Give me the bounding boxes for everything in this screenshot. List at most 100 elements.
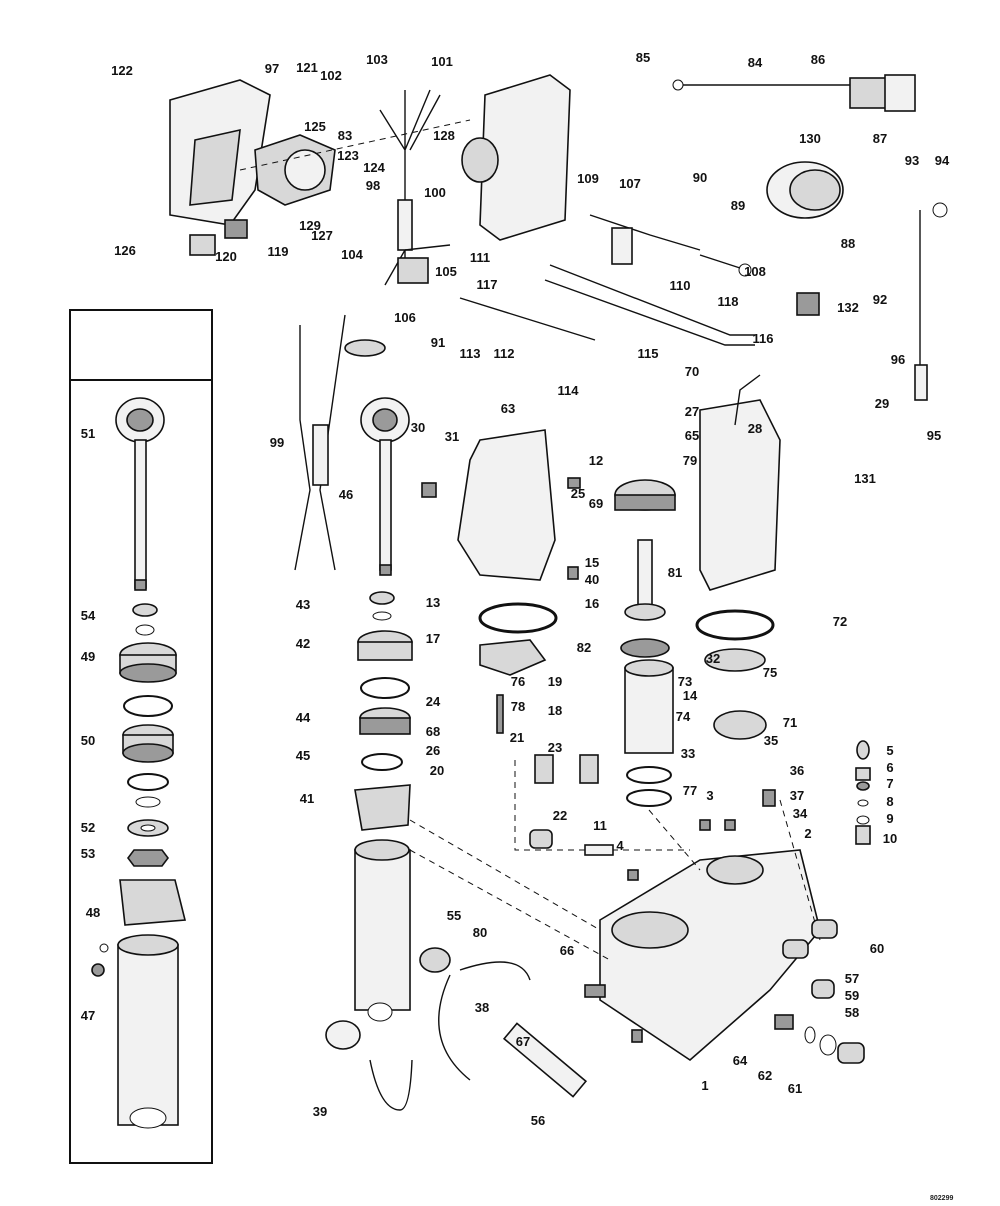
callout-88: 88 — [841, 236, 855, 251]
callout-63: 63 — [501, 401, 515, 416]
callout-54: 54 — [81, 608, 96, 623]
callout-81: 81 — [668, 565, 682, 580]
callout-118: 118 — [718, 294, 739, 309]
callout-92: 92 — [873, 292, 887, 307]
callout-104: 104 — [341, 247, 363, 262]
callout-13: 13 — [426, 595, 440, 610]
callout-37: 37 — [790, 788, 804, 803]
valve-fittings — [782, 740, 871, 1064]
callout-19: 19 — [548, 674, 562, 689]
callout-35: 35 — [764, 733, 778, 748]
callout-111: 111 — [470, 250, 490, 265]
callout-15: 15 — [585, 555, 599, 570]
callout-76: 76 — [511, 674, 525, 689]
callout-101: 101 — [431, 54, 453, 69]
battery-cables — [294, 264, 755, 571]
trim-tilt-switch-bracket — [169, 79, 336, 256]
callout-67: 67 — [516, 1034, 530, 1049]
callout-75: 75 — [763, 665, 777, 680]
callout-36: 36 — [790, 763, 804, 778]
callout-41: 41 — [300, 791, 314, 806]
callout-10: 10 — [883, 831, 897, 846]
callout-14: 14 — [683, 688, 698, 703]
callout-103: 103 — [366, 52, 388, 67]
callout-48: 48 — [86, 905, 100, 920]
part-callout-labels: 1234567891011121314151617181920212223242… — [81, 50, 950, 1128]
callout-84: 84 — [748, 55, 763, 70]
callout-53: 53 — [81, 846, 95, 861]
callout-23: 23 — [548, 740, 562, 755]
callout-64: 64 — [733, 1053, 748, 1068]
callout-106: 106 — [394, 310, 416, 325]
callout-50: 50 — [81, 733, 95, 748]
callout-56: 56 — [531, 1113, 545, 1128]
callout-119: 119 — [268, 244, 289, 259]
callout-97: 97 — [265, 61, 279, 76]
callout-125: 125 — [304, 119, 326, 134]
callout-55: 55 — [447, 908, 461, 923]
callout-25: 25 — [571, 486, 585, 501]
pump-motor-housing — [457, 374, 781, 591]
callout-38: 38 — [475, 1000, 489, 1015]
callout-117: 117 — [477, 277, 498, 292]
gauge-and-cables — [589, 74, 948, 401]
callout-22: 22 — [553, 808, 567, 823]
callout-86: 86 — [811, 52, 825, 67]
callout-1: 1 — [701, 1078, 708, 1093]
callout-130: 130 — [799, 131, 821, 146]
callout-80: 80 — [473, 925, 487, 940]
callout-120: 120 — [215, 249, 237, 264]
callout-126: 126 — [114, 243, 136, 258]
callout-27: 27 — [685, 404, 699, 419]
callout-116: 116 — [753, 331, 774, 346]
callout-3: 3 — [706, 788, 713, 803]
callout-17: 17 — [426, 631, 440, 646]
callout-85: 85 — [636, 50, 650, 65]
callout-124: 124 — [363, 160, 385, 175]
callout-105: 105 — [435, 264, 457, 279]
callout-49: 49 — [81, 649, 95, 664]
callout-4: 4 — [616, 838, 624, 853]
callout-57: 57 — [845, 971, 859, 986]
callout-43: 43 — [296, 597, 310, 612]
callout-70: 70 — [685, 364, 699, 379]
callout-45: 45 — [296, 748, 310, 763]
callout-72: 72 — [833, 614, 847, 629]
reservoir-assembly — [478, 539, 775, 807]
callout-29: 29 — [875, 396, 889, 411]
callout-69: 69 — [589, 496, 603, 511]
pump-manifold-body — [438, 849, 821, 1098]
callout-112: 112 — [494, 346, 515, 361]
callout-42: 42 — [296, 636, 310, 651]
callout-18: 18 — [548, 703, 562, 718]
callout-123: 123 — [337, 148, 359, 163]
callout-12: 12 — [589, 453, 603, 468]
callout-6: 6 — [886, 760, 893, 775]
switch-wire-harness — [379, 89, 451, 286]
callout-102: 102 — [320, 68, 342, 83]
callout-95: 95 — [927, 428, 941, 443]
relay-cover — [461, 74, 571, 241]
callout-51: 51 — [81, 426, 95, 441]
callout-31: 31 — [445, 429, 459, 444]
callout-16: 16 — [585, 596, 599, 611]
callout-73: 73 — [678, 674, 692, 689]
callout-68: 68 — [426, 724, 440, 739]
callout-77: 77 — [683, 783, 697, 798]
callout-11: 11 — [593, 818, 607, 833]
callout-113: 113 — [460, 346, 481, 361]
callout-131: 131 — [854, 471, 876, 486]
callout-99: 99 — [270, 435, 284, 450]
callout-30: 30 — [411, 420, 425, 435]
callout-114: 114 — [558, 383, 580, 398]
callout-26: 26 — [426, 743, 440, 758]
callout-79: 79 — [683, 453, 697, 468]
callout-58: 58 — [845, 1005, 859, 1020]
callout-2: 2 — [804, 826, 811, 841]
callout-28: 28 — [748, 421, 762, 436]
callout-39: 39 — [313, 1104, 327, 1119]
callout-91: 91 — [431, 335, 445, 350]
callout-98: 98 — [366, 178, 380, 193]
